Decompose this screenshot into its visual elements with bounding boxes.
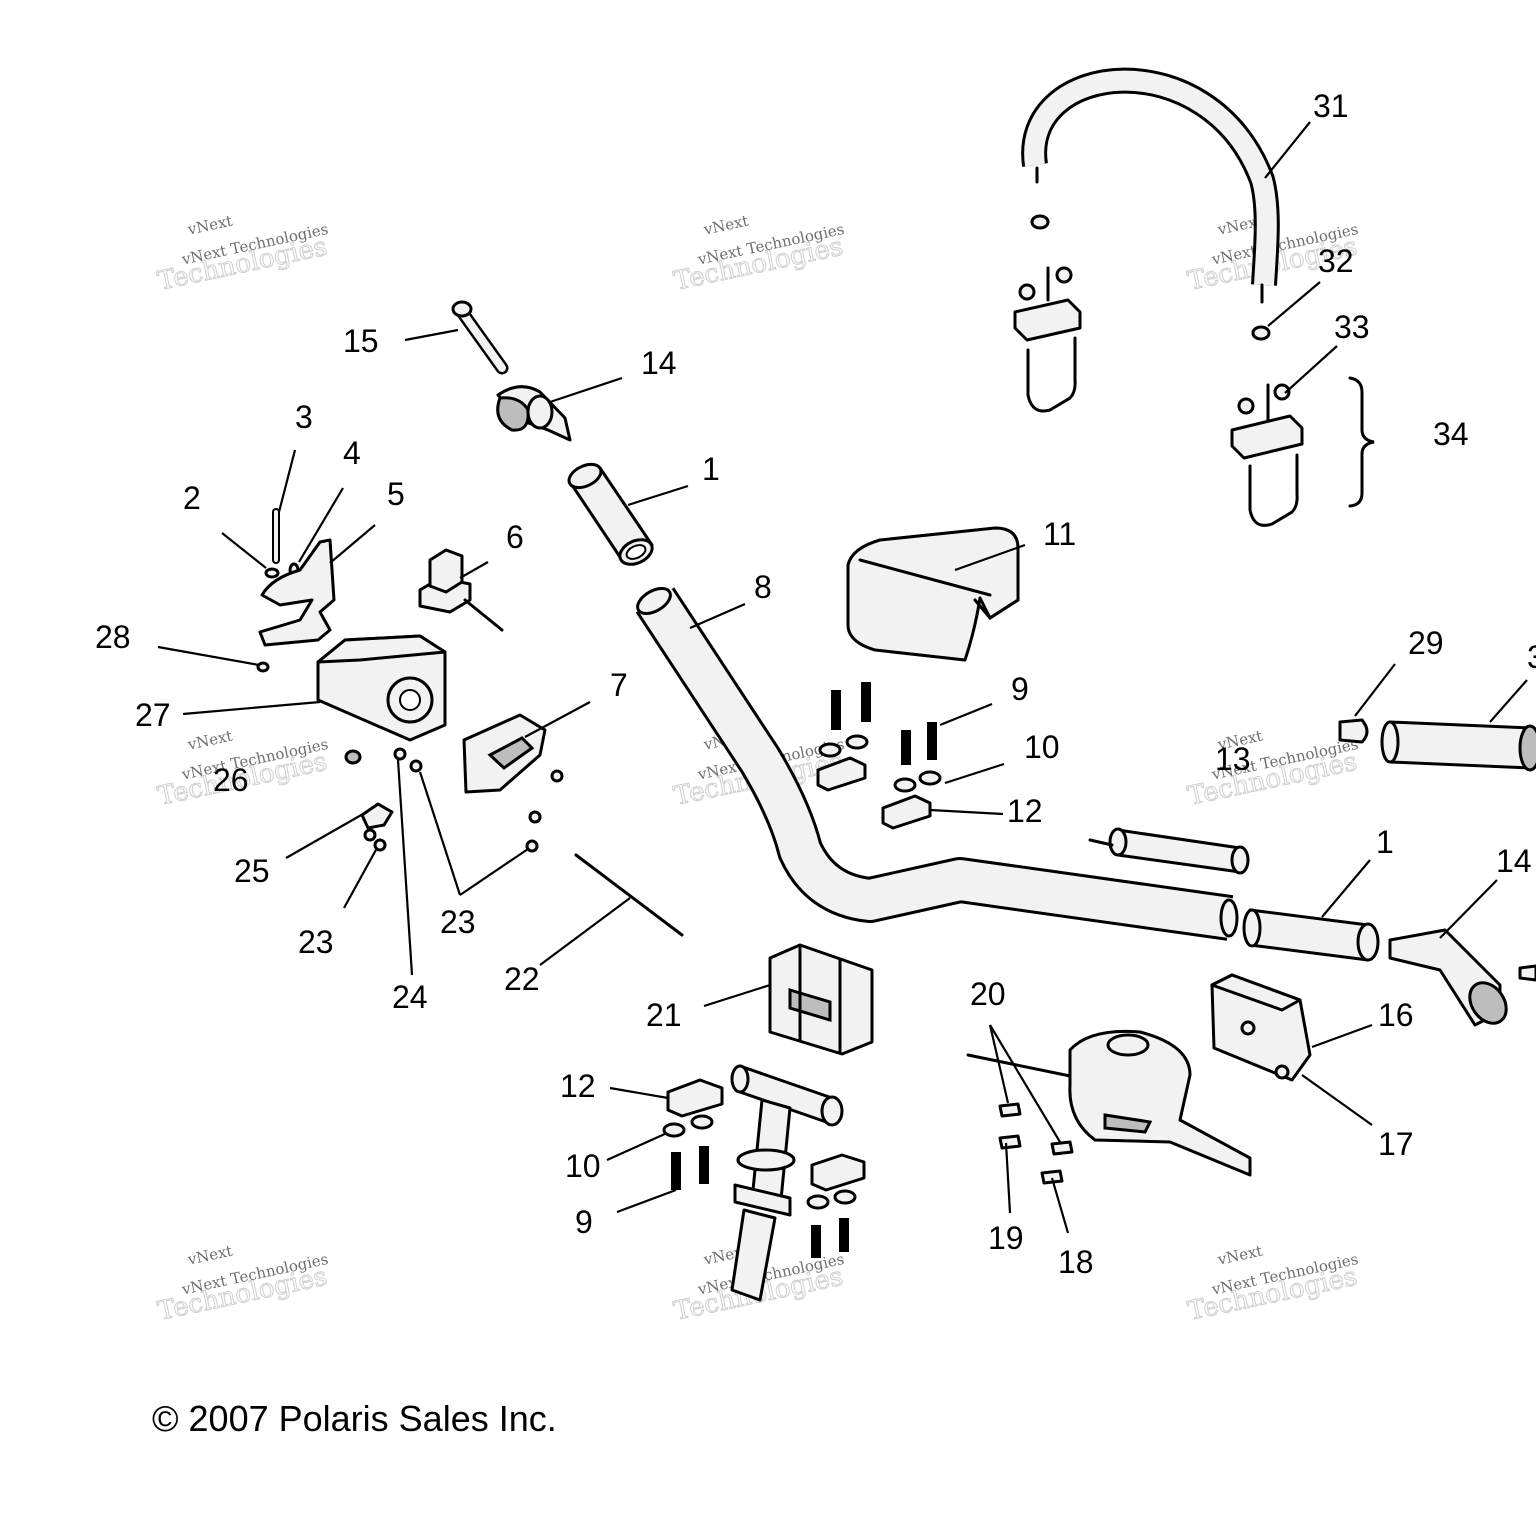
part-23-screw (373, 838, 387, 852)
part-14-bar-end-lower (1388, 928, 1536, 1027)
callout-1: 1 (1376, 824, 1394, 860)
bracket-34 (1348, 376, 1375, 508)
callout-1: 1 (702, 451, 720, 487)
part-23-screw (550, 769, 564, 783)
callout-19: 19 (988, 1220, 1024, 1256)
callout-12: 12 (560, 1068, 596, 1104)
callout-4: 4 (343, 435, 361, 471)
part-20-brake-assembly (966, 1029, 1252, 1177)
part-25-cover (360, 802, 394, 830)
part-24-screw (393, 747, 407, 761)
watermark: Technologies vNext vNext Technologies (1185, 1242, 1361, 1328)
part-16-switch-housing (1210, 973, 1312, 1082)
part-23-screw (528, 810, 542, 824)
part-34-clamp-upper (1013, 266, 1082, 413)
part-34-clamp-lower (1230, 383, 1304, 527)
callout-5: 5 (387, 476, 405, 512)
callout-6: 6 (506, 519, 524, 555)
callout-28: 28 (95, 619, 131, 655)
callout-14: 14 (1496, 843, 1532, 879)
part-6-switch (418, 548, 504, 632)
part-26-plug (344, 749, 362, 765)
callouts: 31 32 33 34 15 14 3 4 2 5 1 6 11 8 28 29… (95, 88, 1536, 1280)
part-18-19-screws (998, 1102, 1074, 1185)
part-23-screw (525, 839, 539, 853)
part-7-cover (462, 713, 547, 794)
callout-27: 27 (135, 697, 171, 733)
steering-post (730, 1064, 844, 1302)
callout-13: 13 (1215, 741, 1251, 777)
callout-14: 14 (641, 345, 677, 381)
callout-9: 9 (1011, 671, 1029, 707)
copyright-notice: © 2007 Polaris Sales Inc. (152, 1398, 557, 1439)
callout-22: 22 (504, 961, 540, 997)
callout-9: 9 (575, 1204, 593, 1240)
part-22-cable (574, 853, 684, 937)
part-15-bolt (451, 300, 509, 375)
callout-33: 33 (1334, 309, 1370, 345)
watermark: Technologies vNext vNext Technologies (1185, 727, 1361, 813)
callout-7: 7 (610, 667, 628, 703)
part-9-12-clamp-upper (816, 682, 942, 830)
part-11-pad (846, 526, 1020, 662)
callout-10: 10 (1024, 729, 1060, 765)
part-27-housing (316, 634, 447, 742)
watermark: Technologies vNext vNext Technologies (155, 212, 331, 298)
part-28-screw (256, 661, 270, 673)
leader-lines (157, 121, 1528, 1234)
callout-29: 29 (1408, 625, 1444, 661)
callout-32: 32 (1318, 243, 1354, 279)
callout-11: 11 (1043, 516, 1076, 552)
callout-30: 3 (1527, 639, 1536, 675)
callout-34: 34 (1433, 416, 1469, 452)
callout-15: 15 (343, 323, 379, 359)
watermark: Technologies vNext vNext Technologies (671, 212, 847, 298)
callout-20: 20 (970, 976, 1006, 1012)
part-1-grip-upper (567, 462, 654, 566)
part-5-lever-bracket (258, 538, 336, 647)
part-32-nut (1251, 325, 1271, 341)
parts (256, 67, 1536, 1302)
callout-31: 31 (1313, 88, 1349, 124)
part-29-cap (1338, 718, 1369, 744)
callout-21: 21 (646, 997, 682, 1033)
part-30-grip (1380, 720, 1536, 772)
part-23-screw (409, 759, 423, 773)
callout-17: 17 (1378, 1126, 1414, 1162)
part-21-riser (768, 943, 874, 1056)
svg-text:vNext: vNext (1215, 1242, 1264, 1269)
callout-23: 23 (440, 904, 476, 940)
callout-23: 23 (298, 924, 334, 960)
callout-2: 2 (183, 480, 201, 516)
part-1-grip-lower (1242, 908, 1380, 962)
svg-text:vNext: vNext (701, 212, 750, 239)
callout-25: 25 (234, 853, 270, 889)
svg-text:vNext: vNext (185, 212, 234, 239)
callout-24: 24 (392, 979, 428, 1015)
callout-3: 3 (295, 399, 313, 435)
watermark: Technologies vNext vNext Technologies (155, 1242, 331, 1328)
callout-8: 8 (754, 569, 772, 605)
part-14-bar-end-upper (496, 385, 572, 442)
callout-18: 18 (1058, 1244, 1094, 1280)
callout-26: 26 (213, 762, 249, 798)
part-23-screw (363, 828, 377, 842)
part-2-washer (264, 567, 280, 579)
svg-text:vNext: vNext (185, 727, 234, 754)
part-32-nut (1030, 214, 1050, 230)
callout-10: 10 (565, 1148, 601, 1184)
svg-text:vNext: vNext (185, 1242, 234, 1269)
part-13-grip (1088, 827, 1250, 875)
part-9-12-clamp-lower (662, 1078, 866, 1258)
callout-16: 16 (1378, 997, 1414, 1033)
callout-12: 12 (1007, 793, 1043, 829)
